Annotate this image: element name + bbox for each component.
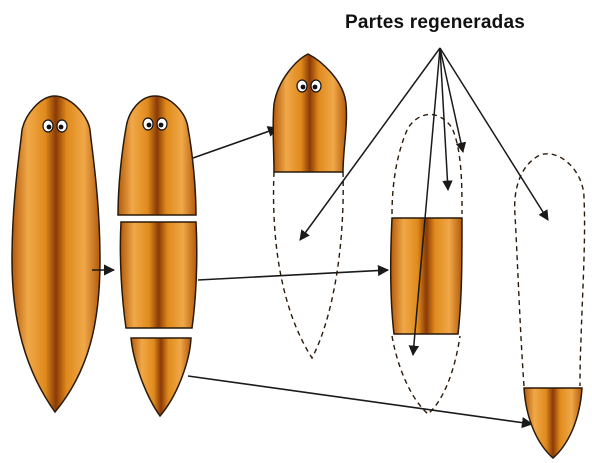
whole-planarian xyxy=(12,96,100,412)
regenerated-outline xyxy=(515,154,585,386)
tail-fragment xyxy=(131,338,191,416)
head-fragment xyxy=(273,54,346,172)
tail-fragment xyxy=(524,388,582,458)
cut-planarian xyxy=(118,96,197,416)
middle-arrow xyxy=(198,270,388,280)
middle-fragment xyxy=(120,222,196,328)
middle-fragment xyxy=(391,218,462,334)
regenerating-head xyxy=(273,54,346,358)
head-fragment xyxy=(118,96,196,215)
regenerated-outline xyxy=(274,172,344,358)
regenerated-outline xyxy=(392,336,460,414)
regenerating-tail xyxy=(515,154,585,458)
regenerating-middle xyxy=(391,115,462,415)
regenerated-parts-label: Partes regeneradas xyxy=(345,12,525,34)
head-arrow xyxy=(193,128,278,158)
tail-arrow xyxy=(188,376,532,424)
